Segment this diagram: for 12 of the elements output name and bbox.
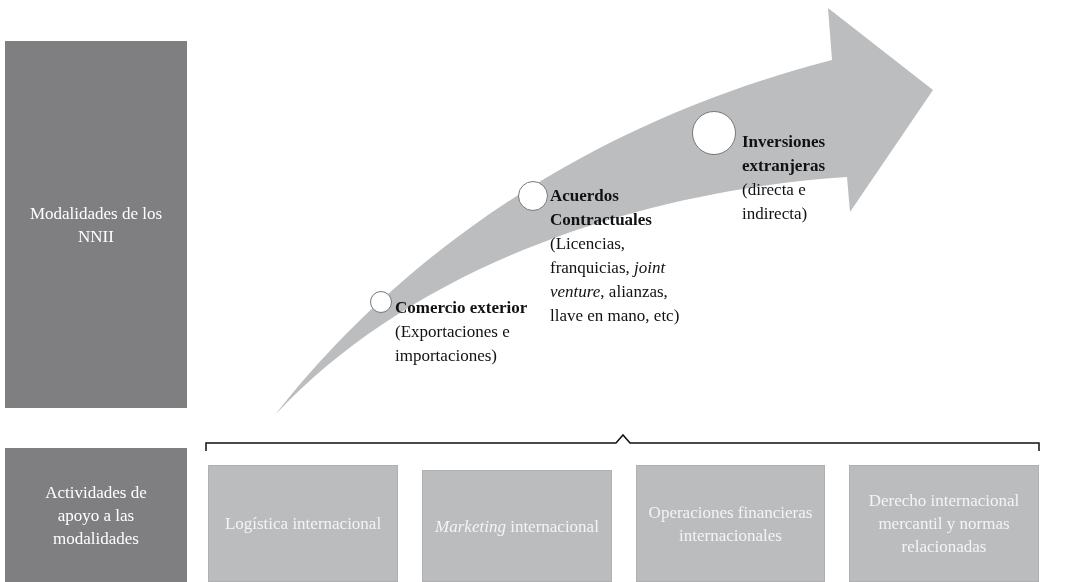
activity-box: Derecho internacional mercantil y normas relacionadas <box>849 465 1039 582</box>
label-panel: Actividades de apoyo a las modalidades <box>5 448 187 582</box>
step-description: (Licencias, franquicias, joint venture, alianzas, llave en mano, etc) <box>550 233 681 327</box>
step-heading: Inversiones extranjeras <box>742 131 827 177</box>
step-description: (Exportaciones e importaciones) <box>395 321 511 367</box>
activity-box: Marketing internacional <box>422 470 612 582</box>
step-heading: Acuerdos Contractuales <box>550 185 653 231</box>
step-description: (directa e indirecta) <box>742 179 809 225</box>
activity-box: Operaciones financieras internacionales <box>636 465 825 582</box>
label-panel: Modalidades de los NNII <box>5 41 187 408</box>
step-heading: Comercio exterior <box>395 297 529 319</box>
activity-box: Logística internacional <box>208 465 398 582</box>
